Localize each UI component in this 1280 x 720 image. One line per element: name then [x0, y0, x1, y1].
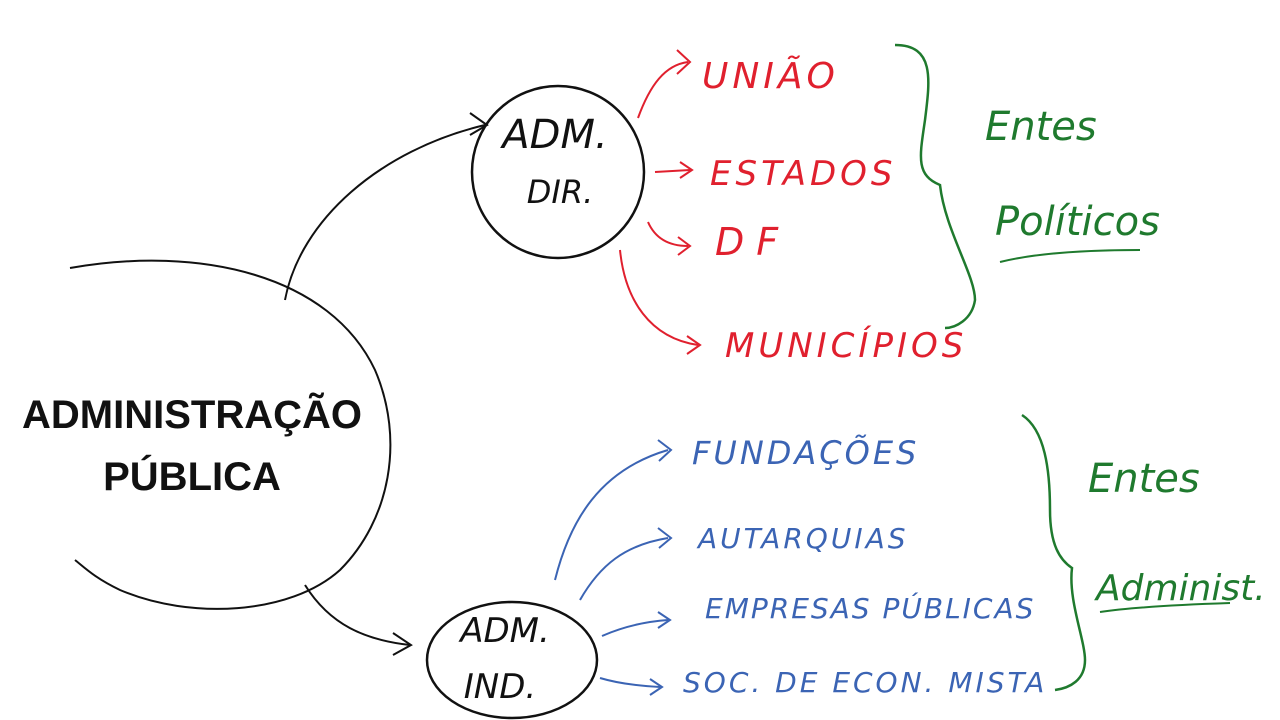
direct-node: ADM. DIR.	[470, 84, 646, 260]
item-fundacoes: FUNDAÇÕES	[692, 434, 919, 472]
arrow-fundacoes-head	[657, 439, 673, 462]
item-municipios: MUNICÍPIOS	[725, 325, 967, 366]
direct-group-brace	[894, 43, 977, 330]
indirect-node-label-line1: ADM.	[458, 611, 550, 651]
indirect-items: FUNDAÇÕES AUTARQUIAS EMPRESAS PÚBLICAS S…	[683, 434, 1047, 699]
main-title-line2: PÚBLICA	[103, 453, 281, 499]
item-df: DF	[715, 220, 790, 264]
arrow-to-indirect-head	[392, 632, 413, 656]
arrow-fundacoes	[554, 449, 669, 581]
arrow-estados	[654, 169, 691, 173]
indirect-group-brace	[1021, 413, 1087, 692]
direct-group-label-line1: Entes	[985, 104, 1097, 150]
arrow-autarquias-head	[657, 527, 673, 549]
arrow-uniao-head	[676, 49, 692, 75]
arrow-df	[647, 221, 689, 247]
arrow-df-head	[677, 236, 692, 256]
arrow-soc-head	[649, 678, 664, 696]
main-title-line1: ADMINISTRAÇÃO	[22, 391, 362, 437]
direct-node-label-line2: DIR.	[527, 173, 593, 211]
arrow-autarquias	[579, 537, 669, 601]
arrow-municipios	[619, 249, 699, 346]
item-estados: ESTADOS	[710, 154, 897, 194]
arrow-empresas-head	[657, 611, 672, 629]
direct-node-label-line1: ADM.	[499, 112, 607, 158]
indirect-group-label-line2: Administ.	[1094, 568, 1266, 609]
indirect-node: ADM. IND.	[425, 600, 599, 720]
item-autarquias: AUTARQUIAS	[696, 522, 909, 555]
arrow-soc	[599, 677, 661, 688]
arrow-to-direct-head	[469, 112, 489, 136]
indirect-node-label-line2: IND.	[464, 667, 536, 707]
item-empresas-publicas: EMPRESAS PÚBLICAS	[705, 591, 1035, 625]
arrow-to-indirect	[304, 584, 411, 646]
item-uniao: UNIÃO	[702, 55, 839, 97]
main-node-outline	[69, 259, 392, 610]
direct-group-underline	[999, 249, 1141, 263]
indirect-group-underline	[1099, 602, 1231, 613]
direct-node-circle	[470, 84, 646, 260]
indirect-group-label-line1: Entes	[1088, 456, 1200, 502]
arrow-municipios-head	[686, 335, 702, 355]
main-node: ADMINISTRAÇÃO PÚBLICA	[22, 259, 392, 610]
indirect-arrows	[554, 439, 673, 696]
arrow-estados-head	[679, 161, 694, 179]
arrow-empresas	[601, 619, 669, 637]
arrow-to-direct	[284, 124, 486, 301]
item-soc-econ-mista: SOC. DE ECON. MISTA	[683, 666, 1047, 699]
direct-arrows	[619, 49, 702, 355]
direct-items: UNIÃO ESTADOS DF MUNICÍPIOS	[702, 55, 967, 366]
arrow-uniao	[637, 61, 689, 119]
direct-group-label-line2: Políticos	[995, 199, 1160, 245]
indirect-node-circle	[425, 600, 599, 720]
